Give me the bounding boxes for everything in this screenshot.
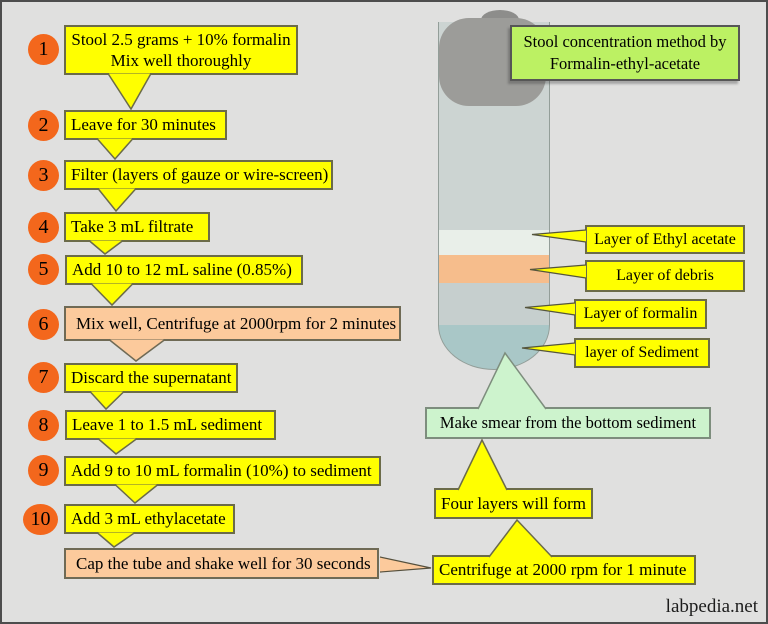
step-box-6: Mix well, Centrifuge at 2000rpm for 2 mi… [64,306,401,341]
tube-layer-debris [438,255,550,283]
connector-step6-step7 [108,338,166,362]
step-number-badge-10: 10 [23,504,58,535]
make-smear-box: Make smear from the bottom sediment [425,407,711,439]
step-number-badge-8: 8 [28,410,59,441]
connector-step8-step9 [97,437,138,455]
centrifuge-box: Centrifuge at 2000 rpm for 1 minute [432,555,696,585]
connector-step10-capshake [96,531,136,548]
label-layer-ethyl-acetate: Layer of Ethyl acetate [585,225,745,254]
step-box-2: Leave for 30 minutes [64,110,227,140]
connector-centrifuge-to-fourlayers [488,518,553,558]
connector-step4-step5 [88,239,124,255]
step-box-9: Add 9 to 10 mL formalin (10%) to sedimen… [64,456,381,486]
connector-step5-step6 [90,282,134,307]
title-line-1: Stool concentration method by [523,31,727,51]
test-tube [438,22,550,370]
cap-shake-box: Cap the tube and shake well for 30 secon… [64,548,379,579]
connector-step9-step10 [114,483,159,504]
connector-step3-step4 [97,188,137,213]
tube-layer-ethyl-acetate [438,230,550,255]
title-line-2: Formalin-ethyl-acetate [549,54,701,73]
tube-layer-sediment [438,325,550,370]
connector-step2-step3 [96,138,134,161]
connector-capshake-centrifuge [379,556,432,573]
label-layer-formalin: Layer of formalin [574,299,707,329]
step-number-badge-1: 1 [28,34,59,65]
step-number-badge-6: 6 [28,309,59,340]
four-layers-box: Four layers will form [434,488,593,519]
label-layer-sediment: layer of Sediment [574,338,710,368]
step-number-badge-5: 5 [28,254,59,285]
diagram-title-box: Stool concentration method by Formalin-e… [510,25,740,81]
label-layer-debris: Layer of debris [585,260,745,292]
step-box-5: Add 10 to 12 mL saline (0.85%) [65,255,303,285]
step-number-badge-7: 7 [28,362,59,393]
step-number-badge-4: 4 [28,212,59,243]
step-box-3: Filter (layers of gauze or wire-screen) [64,160,333,190]
step-box-4: Take 3 mL filtrate [64,212,210,242]
step-box-8: Leave 1 to 1.5 mL sediment [65,410,276,440]
step-number-badge-9: 9 [28,455,59,486]
tube-layer-formalin [438,283,550,325]
connector-fourlayers-to-smear [457,438,508,491]
connector-step1-step2 [107,73,152,111]
step-1-line-2: Mix well thoroughly [110,51,252,70]
step-box-7: Discard the supernatant [64,363,238,393]
connector-step7-step8 [89,390,125,411]
watermark-text: labpedia.net [665,596,758,617]
step-number-badge-2: 2 [28,110,59,141]
step-number-badge-3: 3 [28,160,59,191]
step-box-1: Stool 2.5 grams + 10% formalin Mix well … [64,25,298,75]
step-1-line-1: Stool 2.5 grams + 10% formalin [71,29,291,49]
step-box-10: Add 3 mL ethylacetate [64,504,235,534]
